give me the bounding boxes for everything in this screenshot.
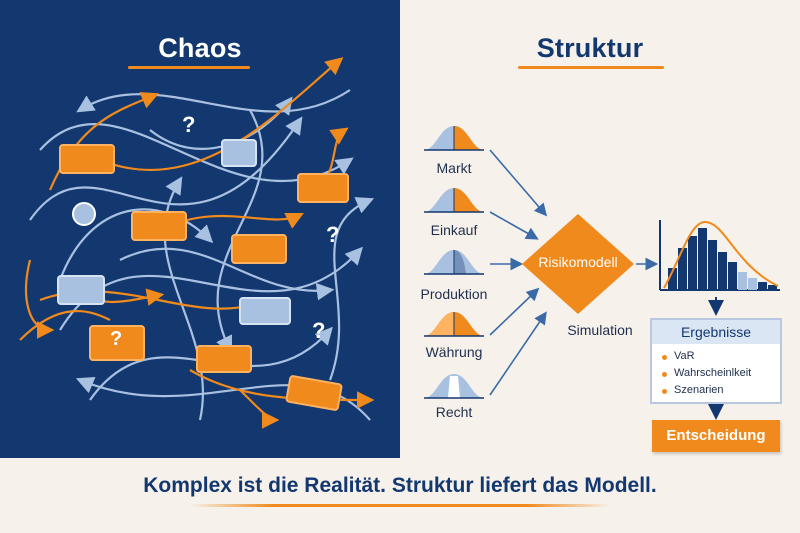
results-box: Ergebnisse VaR Wahrscheinlkeit Szenarien <box>650 318 782 404</box>
question-mark: ? <box>326 222 340 247</box>
input-label-waehrung: Währung <box>425 344 483 360</box>
chaos-box <box>231 234 287 264</box>
decision-box: Entscheidung <box>652 420 780 452</box>
chaos-box <box>221 139 257 167</box>
question-mark: ? <box>182 112 196 137</box>
chaos-box <box>196 345 252 373</box>
results-item: VaR <box>662 348 780 365</box>
chaos-title: Chaos <box>158 33 242 63</box>
results-item: Szenarien <box>662 382 780 399</box>
chaos-box <box>57 275 105 305</box>
risk-model-diamond <box>522 214 634 314</box>
chaos-box <box>297 173 349 203</box>
chaos-box <box>239 297 291 325</box>
chaos-box <box>131 211 187 241</box>
input-label-recht: Recht <box>435 404 473 420</box>
results-title: Ergebnisse <box>652 320 780 344</box>
input-label-markt: Markt <box>436 160 472 176</box>
results-item: Wahrscheinlkeit <box>662 365 780 382</box>
input-label-einkauf: Einkauf <box>430 222 478 238</box>
structure-title: Struktur <box>536 33 644 63</box>
chaos-node <box>72 202 96 226</box>
chaos-box <box>59 144 115 174</box>
chaos-title-underline <box>128 66 250 69</box>
input-label-produktion: Produktion <box>420 286 488 302</box>
simulation-label: Simulation <box>567 322 633 338</box>
chaos-box <box>89 325 145 361</box>
result-histogram <box>659 220 780 291</box>
question-mark: ? <box>110 328 123 350</box>
chaos-illustration <box>19 57 375 429</box>
structure-illustration <box>424 126 780 420</box>
input-distributions <box>424 126 484 399</box>
chaos-box <box>285 375 343 411</box>
risk-model-label: Risikomodell <box>538 254 618 270</box>
question-mark: ? <box>312 318 326 343</box>
structure-title-underline <box>518 66 664 69</box>
tagline: Komplex ist die Realität. Struktur liefe… <box>143 474 657 497</box>
tagline-underline <box>190 504 610 507</box>
